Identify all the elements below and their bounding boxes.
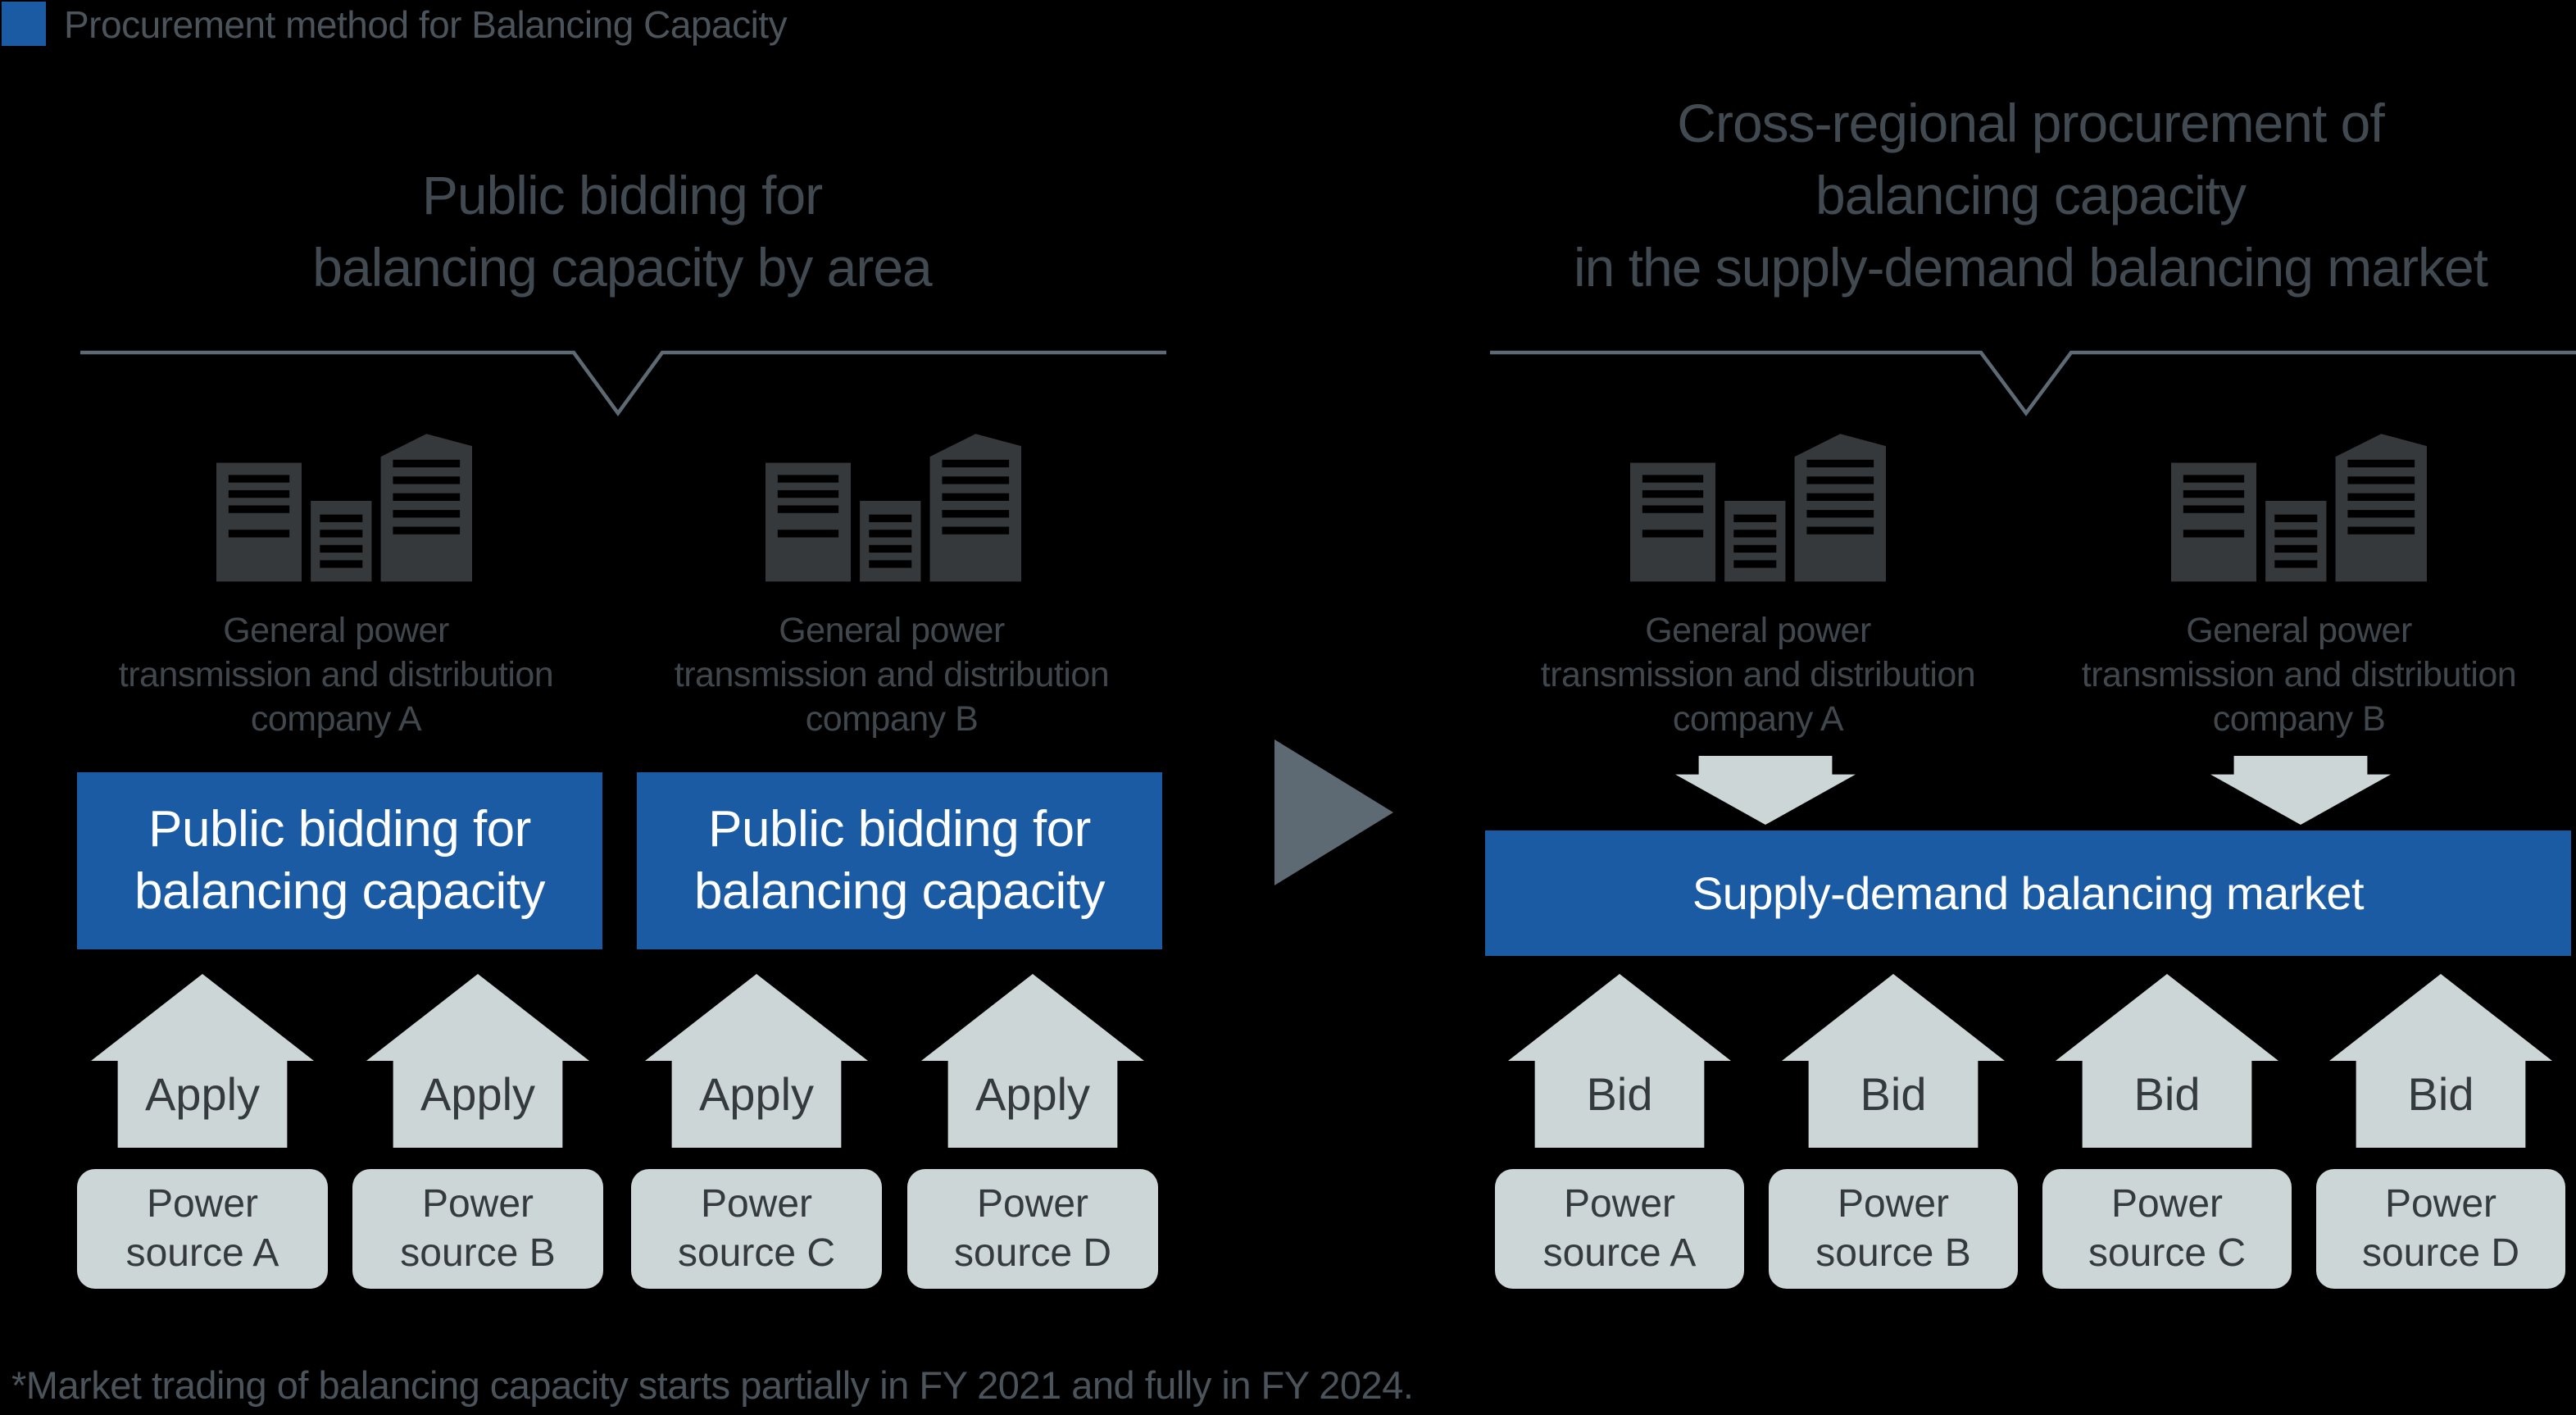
buildings-icon xyxy=(766,434,1021,582)
right-brace-line xyxy=(1490,350,2576,416)
power-source-box: Power source D xyxy=(2316,1169,2565,1289)
bid-arrow-icon: Bid xyxy=(1508,974,1731,1148)
company-label: General power transmission and distribut… xyxy=(621,608,1162,741)
apply-arrow-label: Apply xyxy=(698,1067,815,1120)
power-source-line: source C xyxy=(2088,1231,2247,1275)
bid-box-line: balancing capacity xyxy=(134,863,546,920)
power-source-line: Power xyxy=(2110,1182,2224,1226)
bid-box-line: balancing capacity xyxy=(693,863,1106,920)
company-label-line: transmission and distribution xyxy=(674,655,1110,694)
footnote: *Market trading of balancing capacity st… xyxy=(11,1363,1414,1407)
company-label-line: company A xyxy=(1672,699,1844,739)
company-label-line: company B xyxy=(2212,699,2386,739)
power-source-box: Power source A xyxy=(1495,1169,1744,1289)
public-bidding-box: Public bidding for balancing capacity xyxy=(637,772,1162,949)
left-heading-line1: Public bidding for xyxy=(421,165,823,225)
power-source-line: source C xyxy=(677,1231,836,1275)
bid-box-line: Public bidding for xyxy=(708,801,1091,858)
bid-arrow-icon: Bid xyxy=(2329,974,2552,1148)
company-label: General power transmission and distribut… xyxy=(66,608,607,741)
buildings-icon xyxy=(2171,434,2427,582)
power-source-line: source D xyxy=(2361,1231,2520,1275)
title-marker-icon xyxy=(2,2,46,46)
power-source-line: source D xyxy=(953,1231,1112,1275)
apply-arrow-label: Apply xyxy=(144,1067,261,1120)
bid-arrow-label: Bid xyxy=(2407,1067,2474,1120)
power-source-box: Power source B xyxy=(352,1169,603,1289)
power-source-line: source A xyxy=(1542,1231,1697,1275)
power-source-box: Power source D xyxy=(907,1169,1158,1289)
buildings-icon xyxy=(216,434,472,582)
power-source-line: Power xyxy=(1837,1182,1950,1226)
apply-arrow-icon: Apply xyxy=(645,974,868,1148)
apply-arrow-label: Apply xyxy=(975,1067,1091,1120)
left-brace-line xyxy=(80,350,1166,416)
right-heading-line3: in the supply-demand balancing market xyxy=(1573,237,2488,298)
public-bidding-box: Public bidding for balancing capacity xyxy=(77,772,602,949)
bid-box-line: Public bidding for xyxy=(148,801,531,858)
left-section-heading: Public bidding for balancing capacity by… xyxy=(80,159,1164,303)
power-source-box: Power source B xyxy=(1769,1169,2018,1289)
company-label-line: company A xyxy=(250,699,422,739)
buildings-icon xyxy=(1630,434,1886,582)
company-label: General power transmission and distribut… xyxy=(2029,608,2569,741)
power-source-line: Power xyxy=(1563,1182,1676,1226)
left-heading-line2: balancing capacity by area xyxy=(312,237,933,298)
flow-arrow-icon xyxy=(1274,739,1393,885)
right-heading-line2: balancing capacity xyxy=(1815,165,2247,225)
company-label-line: General power xyxy=(1645,611,1871,650)
bid-arrow-icon: Bid xyxy=(1782,974,2005,1148)
bid-arrow-label: Bid xyxy=(2133,1067,2201,1120)
power-source-line: source B xyxy=(1815,1231,1971,1275)
bid-arrow-label: Bid xyxy=(1586,1067,1653,1120)
apply-arrow-icon: Apply xyxy=(91,974,314,1148)
power-source-line: Power xyxy=(976,1182,1089,1226)
bid-arrow-icon: Bid xyxy=(2056,974,2278,1148)
company-label-line: transmission and distribution xyxy=(2081,655,2517,694)
down-arrow-icon xyxy=(2210,756,2391,825)
apply-arrow-icon: Apply xyxy=(366,974,589,1148)
power-source-box: Power source C xyxy=(2042,1169,2292,1289)
power-source-line: source A xyxy=(125,1231,279,1275)
supply-demand-market-box: Supply-demand balancing market xyxy=(1485,830,2571,956)
bid-arrow-label: Bid xyxy=(1860,1067,1927,1120)
power-source-line: source B xyxy=(400,1231,556,1275)
power-source-line: Power xyxy=(421,1182,534,1226)
company-label-line: company B xyxy=(805,699,979,739)
power-source-line: Power xyxy=(2384,1182,2497,1226)
power-source-box: Power source A xyxy=(77,1169,328,1289)
company-label-line: General power xyxy=(779,611,1005,650)
power-source-box: Power source C xyxy=(631,1169,882,1289)
company-label-line: transmission and distribution xyxy=(118,655,554,694)
page-title: Procurement method for Balancing Capacit… xyxy=(64,3,788,46)
down-arrow-icon xyxy=(1675,756,1856,825)
right-section-heading: Cross-regional procurement of balancing … xyxy=(1485,87,2576,303)
right-heading-line1: Cross-regional procurement of xyxy=(1677,93,2384,153)
power-source-line: Power xyxy=(700,1182,813,1226)
company-label-line: transmission and distribution xyxy=(1540,655,1976,694)
company-label-line: General power xyxy=(2186,611,2412,650)
company-label-line: General power xyxy=(223,611,449,650)
apply-arrow-label: Apply xyxy=(420,1067,536,1120)
apply-arrow-icon: Apply xyxy=(921,974,1144,1148)
power-source-line: Power xyxy=(146,1182,259,1226)
company-label: General power transmission and distribut… xyxy=(1488,608,2029,741)
